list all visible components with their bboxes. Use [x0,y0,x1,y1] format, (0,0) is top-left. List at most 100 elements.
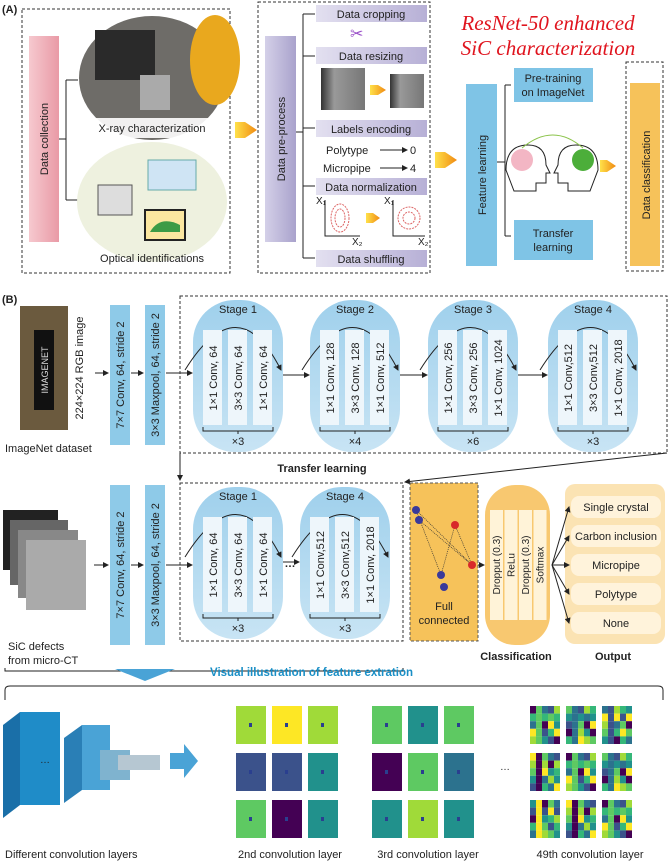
profilometer-icon [147,159,197,191]
feature-map-dot [385,770,388,774]
feature-map-cell [536,830,542,838]
feature-map-cell [602,736,608,744]
feature-map-cell [542,768,548,776]
feature-map-dot [421,723,424,727]
feature-map-cell [590,721,596,729]
feature-map-dot [249,770,252,774]
feature-map-cell [608,753,614,761]
pretrained-network-box [179,295,668,454]
xray-monitor [95,30,155,80]
feature-map-cell [542,815,548,823]
feature-map-cell [590,760,596,769]
feature-map-cell [578,775,584,784]
feature-map-cell [548,807,554,816]
conv-layer [583,330,602,425]
conv-layer [463,330,482,425]
preprocess-bracket [296,13,315,259]
feature-map-cell [590,728,596,737]
feature-map-cell [590,807,596,816]
feature-map-cell [572,815,578,823]
feature-map-cell [578,760,584,769]
feature-map-cell [554,815,560,823]
feature-map-cell [614,775,620,784]
repeat-brace [202,427,274,434]
feature-map-cell [590,706,596,714]
conv-layer-label: 1×1 Conv, 64 [258,533,270,598]
feature-map-cell [566,768,572,776]
feature-map-cell [626,768,632,776]
feature-map-cell [566,713,572,722]
classification-box [625,61,664,272]
feature-map-cell [584,721,590,729]
feature-map-cell [536,807,542,816]
conv-layer-label: 3×3 Conv, 64 [233,346,245,411]
output-arrow [551,535,570,566]
feature-map-cell [530,713,536,722]
feature-map-cell [566,721,572,729]
feature-map-cell [620,768,626,776]
feature-map-cell [626,728,632,737]
feature-map-cell [608,800,614,808]
transfer-label: learning [533,242,572,254]
feature-map-cell [542,822,548,831]
feature-map-cell [626,721,632,729]
feature-map-cell [530,760,536,769]
feature-map-cell [530,830,536,838]
feature-map-cell [572,783,578,791]
maps-ellipsis: … [500,762,510,773]
feature-map-cell [548,728,554,737]
axis-x1: X₁ [384,196,395,207]
feature-map-cell [530,736,536,744]
maxpool-block [145,305,165,445]
xray-label-bg [88,118,218,138]
feature-map-cell [554,728,560,737]
feature-map-cell [620,815,626,823]
feature-map-cell [602,775,608,784]
feature-map-cell [620,713,626,722]
feature-map-cell [542,783,548,791]
full-connected-label: Full [435,601,453,613]
feature-map-cell [554,736,560,744]
layer-label: Different convolution layers [5,849,138,861]
conv-layer-label: 1×1 Conv, 64 [208,346,220,411]
feature-map-cell [602,713,608,722]
feature-map-cell [536,736,542,744]
bracket [4,685,664,700]
conv-layer-label: 1×1 Conv, 128 [325,342,337,413]
maxpool-block [145,485,165,645]
feature-map-dot [285,770,288,774]
feature-map-cell [620,760,626,769]
feature-map-cell [548,800,554,808]
encoding-label-0: Polytype [326,145,368,157]
feature-map-cell [554,760,560,769]
arrow-icon [366,213,380,223]
feature-map-cell [554,830,560,838]
feature-map-cell [584,775,590,784]
feature-map-dot [385,817,388,821]
feature-map-cell [554,768,560,776]
feature-map-dot [385,723,388,727]
head-layer [490,510,503,620]
feature-map-cell [614,728,620,737]
feature-map-cell [590,783,596,791]
feature-map-cell [614,706,620,714]
feature-map-cell [542,807,548,816]
feature-map-cell [578,713,584,722]
data-collection-label: Data collection [39,103,51,175]
arrow-icon [235,122,257,138]
feature-map-dot [421,817,424,821]
normalization-plot-before: X₁ X₂ [316,196,363,248]
collection-bracket [59,79,78,201]
feature-map-cell [626,830,632,838]
feature-map-cell [554,753,560,761]
repeat-brace [557,427,629,434]
feature-map-cell [536,728,542,737]
repeat-brace [437,427,509,434]
sic-image-stack [3,510,86,610]
stage-title: Stage 3 [454,304,492,316]
feature-map-cell [626,753,632,761]
finetuned-network-box [179,482,404,642]
resized-image [390,74,424,108]
